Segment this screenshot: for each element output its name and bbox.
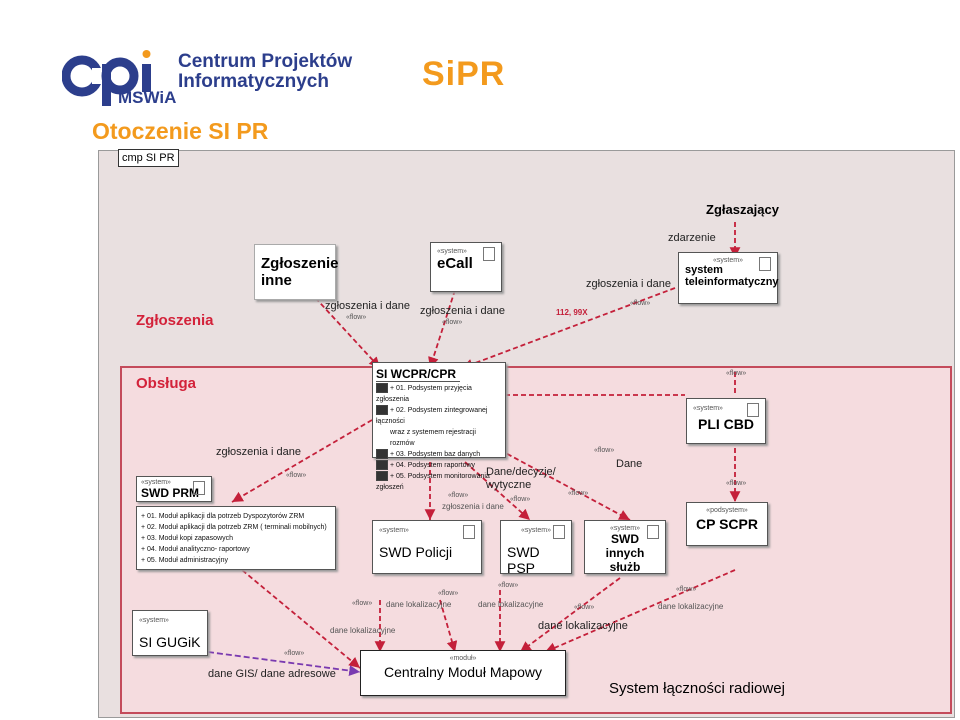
subsystem-icon <box>376 471 388 482</box>
subsystem-icon <box>376 460 388 471</box>
pli-flow-stereo: «flow» <box>726 370 747 377</box>
flow-psp-stereo: «flow» <box>510 496 531 503</box>
dane-label: Dane <box>616 458 643 470</box>
flow2-label: zgłoszenia i dane <box>420 305 506 317</box>
flow-policja-label: zgłoszenia i dane <box>442 502 504 511</box>
swd-prm-node: «system» SWD PRM <box>136 476 212 502</box>
centralny-modul-mapowy-node: «moduł» Centralny Moduł Mapowy <box>360 650 566 696</box>
logo-mswia: MSWiA <box>118 88 177 107</box>
lok-flow-stereo: «flow» <box>438 590 459 597</box>
flow-prm-label: zgłoszenia i dane <box>216 446 302 458</box>
component-icon <box>193 481 205 495</box>
flow-prm-stereo: «flow» <box>286 472 307 479</box>
lok-label: dane lokalizacyjne <box>658 602 724 611</box>
lok-label-large: dane lokalizacyjne <box>538 620 628 632</box>
component-icon <box>759 257 771 271</box>
subsystem-icon <box>376 449 388 460</box>
swd-innych-sluzb-node: «system» SWD innych służb <box>584 520 666 574</box>
zgloszenie-inne-node: Zgłoszenie inne <box>254 244 339 300</box>
subsystem-icon <box>376 383 388 394</box>
lok-label: dane lokalizacyjne <box>330 626 396 635</box>
swd-prm-modules: + 01. Moduł aplikacji dla potrzeb Dyspoz… <box>136 506 336 570</box>
lok-flow-stereo: «flow» <box>498 582 519 589</box>
component-icon <box>747 403 759 417</box>
flow1-stereo: «flow» <box>346 314 367 321</box>
lok-label: dane lokalizacyjne <box>386 600 452 609</box>
logo-text: Centrum Projektów Informatycznych <box>178 51 353 92</box>
zgloszenia-label: Zgłoszenia <box>136 312 214 329</box>
swd-policji-node: «system» SWD Policji <box>372 520 482 574</box>
zglaszajacy-actor: Zgłaszający <box>706 202 779 217</box>
lok-flow-stereo: «flow» <box>352 600 373 607</box>
swd-psp-node: «system» SWD PSP <box>500 520 572 576</box>
flow-dane-stereo: «flow» <box>568 490 589 497</box>
page-title: Otoczenie SI PR <box>92 118 269 144</box>
si-wcpr-node: SI WCPR/CPR + 01. Podsystem przyjęcia zg… <box>372 362 506 491</box>
gis-flow-stereo: «flow» <box>284 650 305 657</box>
num-112-label: 112, 99X <box>556 308 588 317</box>
pli-cbd-node: «system» PLI CBD <box>686 398 766 444</box>
cp-flow-stereo: «flow» <box>726 480 747 487</box>
ecall-node: «system» eCall <box>430 242 502 292</box>
flow1-label: zgłoszenia i dane <box>325 300 411 312</box>
system-lacznosci-radiowej-label: System łączności radiowej <box>609 680 785 697</box>
dane-decyzje-label: Dane/decyzje/ wytyczne <box>486 466 556 491</box>
obsluga-label: Obsługa <box>136 375 197 392</box>
header-band <box>0 0 960 115</box>
system-teleinformatyczny-node: «system» system teleinformatyczny <box>678 252 779 304</box>
flow2-stereo: «flow» <box>442 319 463 326</box>
zdarzenie-label: zdarzenie <box>668 232 716 244</box>
lok-flow-stereo: «flow» <box>574 604 595 611</box>
lok-label: dane lokalizacyjne <box>478 600 544 609</box>
component-icon <box>553 525 565 539</box>
si-gugik-node: «system» SI GUGiK <box>132 610 208 656</box>
gis-label: dane GIS/ dane adresowe <box>208 668 336 680</box>
component-icon <box>483 247 495 261</box>
flow3-stereo: «flow» <box>630 300 651 307</box>
component-icon <box>463 525 475 539</box>
sipr-logo: SiPR <box>422 55 506 93</box>
lok-flow-stereo: «flow» <box>676 586 697 593</box>
cpi-logo-icon <box>62 50 151 106</box>
component-icon <box>647 525 659 539</box>
frame-label: cmp SI PR <box>118 149 179 167</box>
flow-policja-stereo: «flow» <box>448 492 469 499</box>
subsystem-icon <box>376 405 388 416</box>
flow-dane-stereo: «flow» <box>594 447 615 454</box>
cp-scpr-node: «podsystem» CP SCPR <box>686 502 768 546</box>
flow3-label: zgłoszenia i dane <box>586 278 672 290</box>
